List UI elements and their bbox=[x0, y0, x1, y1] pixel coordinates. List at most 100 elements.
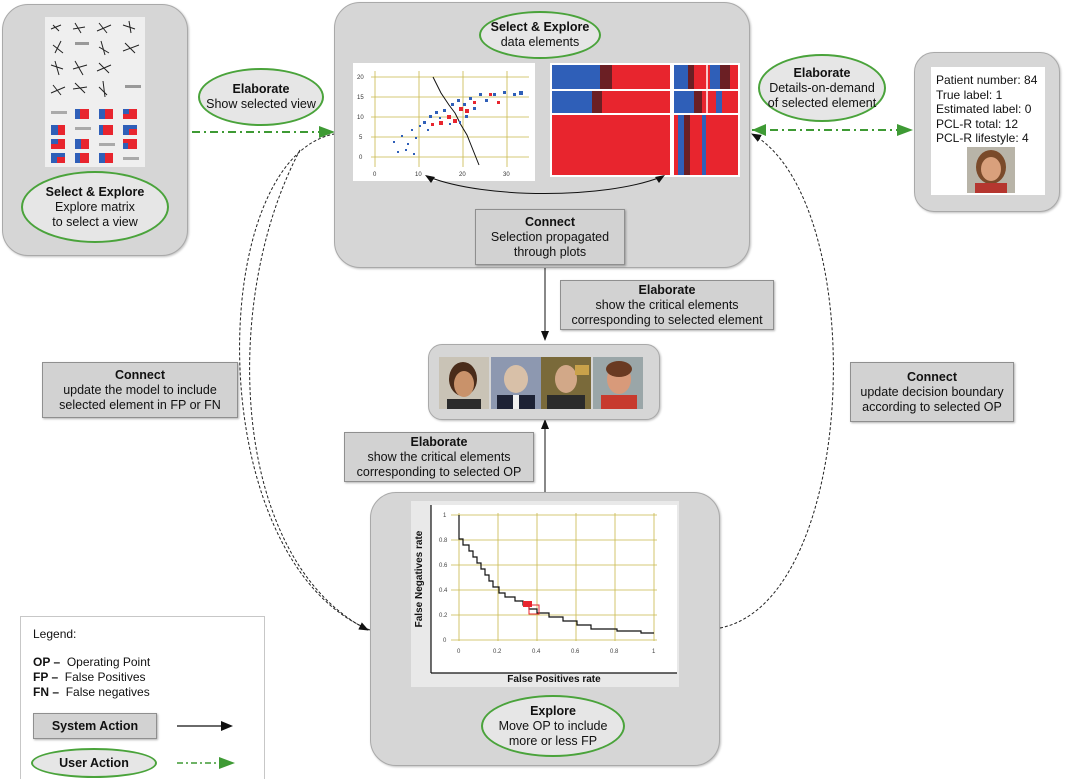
roc-panel: 1 0.8 0.6 0.4 0.2 0 0 0.2 0.4 0.6 0.8 1 … bbox=[370, 492, 720, 766]
connect-boundary-box[interactable]: Connect update decision boundary accordi… bbox=[850, 362, 1014, 422]
roc-x-tick: 0.8 bbox=[610, 649, 619, 655]
action-line: corresponding to selected element bbox=[571, 312, 763, 327]
legend-abbr: FP – bbox=[33, 670, 59, 684]
roc-x-tick: 0.2 bbox=[493, 649, 502, 655]
scatter-x-tick: 10 bbox=[415, 172, 422, 178]
action-title: Connect bbox=[907, 369, 957, 384]
roc-y-tick: 0.6 bbox=[439, 563, 448, 569]
explore-op-action[interactable]: Explore Move OP to include more or less … bbox=[481, 695, 625, 757]
action-line: show the critical elements bbox=[595, 297, 739, 312]
details-card: Patient number: 84 True label: 1 Estimat… bbox=[931, 67, 1045, 195]
action-title: Explore bbox=[530, 703, 576, 718]
roc-x-label: False Positives rate bbox=[507, 674, 601, 685]
action-line: data elements bbox=[500, 35, 580, 49]
link-between-plots bbox=[425, 175, 665, 194]
elaborate-details-action[interactable]: Elaborate Details-on-demand of selected … bbox=[758, 54, 886, 122]
roc-y-tick: 1 bbox=[443, 513, 447, 519]
roc-y-tick: 0.2 bbox=[439, 613, 448, 619]
details-panel: Patient number: 84 True label: 1 Estimat… bbox=[914, 52, 1060, 212]
face-1 bbox=[439, 357, 489, 409]
action-line: through plots bbox=[513, 244, 587, 259]
legend-abbr: OP – bbox=[33, 655, 61, 669]
pclr-lifestyle: PCL-R lifestyle: 4 bbox=[936, 131, 1029, 145]
action-title: Elaborate bbox=[793, 65, 851, 80]
action-line: Details-on-demand bbox=[769, 80, 875, 95]
view-matrix[interactable] bbox=[45, 17, 145, 167]
scatter-y-tick: 5 bbox=[359, 135, 363, 141]
patient-photo bbox=[967, 147, 1015, 193]
scatter-y-tick: 0 bbox=[359, 155, 363, 161]
legend-item-fn: FN – False negatives bbox=[33, 685, 150, 699]
legend-text: False Positives bbox=[64, 670, 146, 684]
roc-y-tick: 0.4 bbox=[439, 588, 448, 594]
action-line: to select a view bbox=[52, 214, 138, 229]
action-line: Explore matrix bbox=[55, 199, 135, 214]
action-title: Select & Explore bbox=[490, 20, 590, 34]
action-line: update the model to include bbox=[63, 382, 217, 397]
elaborate-op-box[interactable]: Elaborate show the critical elements cor… bbox=[344, 432, 534, 482]
action-title: Connect bbox=[525, 214, 575, 229]
action-line: according to selected OP bbox=[862, 399, 1002, 414]
elaborate-view-action[interactable]: Elaborate Show selected view bbox=[198, 68, 324, 126]
action-line: Selection propagated bbox=[490, 229, 610, 244]
patient-number: Patient number: 84 bbox=[936, 73, 1038, 87]
action-title: Elaborate bbox=[638, 282, 696, 297]
legend-user-label: User Action bbox=[59, 755, 129, 770]
roc-x-tick: 0.4 bbox=[532, 649, 541, 655]
scatter-y-tick: 15 bbox=[357, 95, 364, 101]
roc-y-tick: 0 bbox=[443, 638, 447, 644]
operating-point[interactable] bbox=[523, 601, 532, 607]
action-title: Elaborate bbox=[410, 434, 468, 449]
scatter-y-tick: 20 bbox=[357, 75, 364, 81]
roc-x-tick: 0.6 bbox=[571, 649, 580, 655]
matrix-panel: Select & Explore Explore matrix to selec… bbox=[2, 4, 188, 256]
scatter-boundary-line bbox=[432, 76, 480, 166]
connect-propagate-box[interactable]: Connect Selection propagated through plo… bbox=[475, 209, 625, 265]
legend-system-action: System Action bbox=[33, 713, 157, 739]
legend: Legend: OP – Operating Point FP – False … bbox=[20, 616, 265, 779]
arrow-details-back bbox=[752, 124, 766, 136]
roc-x-tick: 0 bbox=[457, 649, 461, 655]
scatter-y-tick: 10 bbox=[357, 115, 364, 121]
true-label: True label: 1 bbox=[936, 87, 1003, 102]
plots-panel: Select & Explore data elements 20 15 10 … bbox=[334, 2, 750, 268]
estimated-label: Estimated label: 0 bbox=[936, 102, 1032, 116]
legend-abbr: FN – bbox=[33, 685, 60, 699]
action-line: Move OP to include bbox=[498, 718, 608, 733]
legend-user-arrow bbox=[177, 757, 235, 769]
pclr-total: PCL-R total: 12 bbox=[936, 116, 1019, 131]
action-title: Select & Explore bbox=[45, 184, 145, 199]
roc-curve bbox=[458, 515, 654, 634]
scatter-x-tick: 0 bbox=[373, 172, 377, 178]
action-title: Elaborate bbox=[232, 82, 290, 96]
face-3 bbox=[541, 357, 591, 409]
scatter-plot[interactable]: 20 15 10 5 0 0 10 20 30 bbox=[353, 63, 535, 181]
action-line: selected element in FP or FN bbox=[59, 397, 221, 412]
legend-title: Legend: bbox=[33, 627, 77, 641]
action-line: more or less FP bbox=[508, 733, 598, 748]
curve-roc-to-boundary bbox=[719, 133, 834, 629]
roc-plot[interactable]: 1 0.8 0.6 0.4 0.2 0 0 0.2 0.4 0.6 0.8 1 … bbox=[411, 501, 679, 687]
legend-text: False negatives bbox=[65, 685, 150, 699]
action-line: show the critical elements bbox=[367, 449, 511, 464]
legend-text: Operating Point bbox=[66, 655, 151, 669]
scatter-x-tick: 20 bbox=[459, 172, 466, 178]
faces-panel bbox=[428, 344, 660, 420]
legend-system-arrow bbox=[177, 721, 233, 731]
roc-x-tick: 1 bbox=[652, 649, 656, 655]
roc-y-tick: 0.8 bbox=[439, 538, 448, 544]
legend-item-fp: FP – False Positives bbox=[33, 670, 146, 684]
action-line: corresponding to selected OP bbox=[356, 464, 522, 479]
scatter-x-tick: 30 bbox=[503, 172, 510, 178]
face-4 bbox=[593, 357, 643, 409]
select-explore-matrix-action[interactable]: Select & Explore Explore matrix to selec… bbox=[21, 171, 169, 243]
select-explore-data-action[interactable]: Select & Explore data elements bbox=[479, 11, 601, 59]
face-2 bbox=[491, 357, 541, 409]
elaborate-element-box[interactable]: Elaborate show the critical elements cor… bbox=[560, 280, 774, 330]
action-line: update decision boundary bbox=[860, 384, 1004, 399]
action-line: Show selected view bbox=[206, 97, 316, 111]
connect-model-box[interactable]: Connect update the model to include sele… bbox=[42, 362, 238, 418]
legend-system-label: System Action bbox=[51, 718, 139, 733]
mosaic-plot[interactable] bbox=[550, 63, 740, 177]
